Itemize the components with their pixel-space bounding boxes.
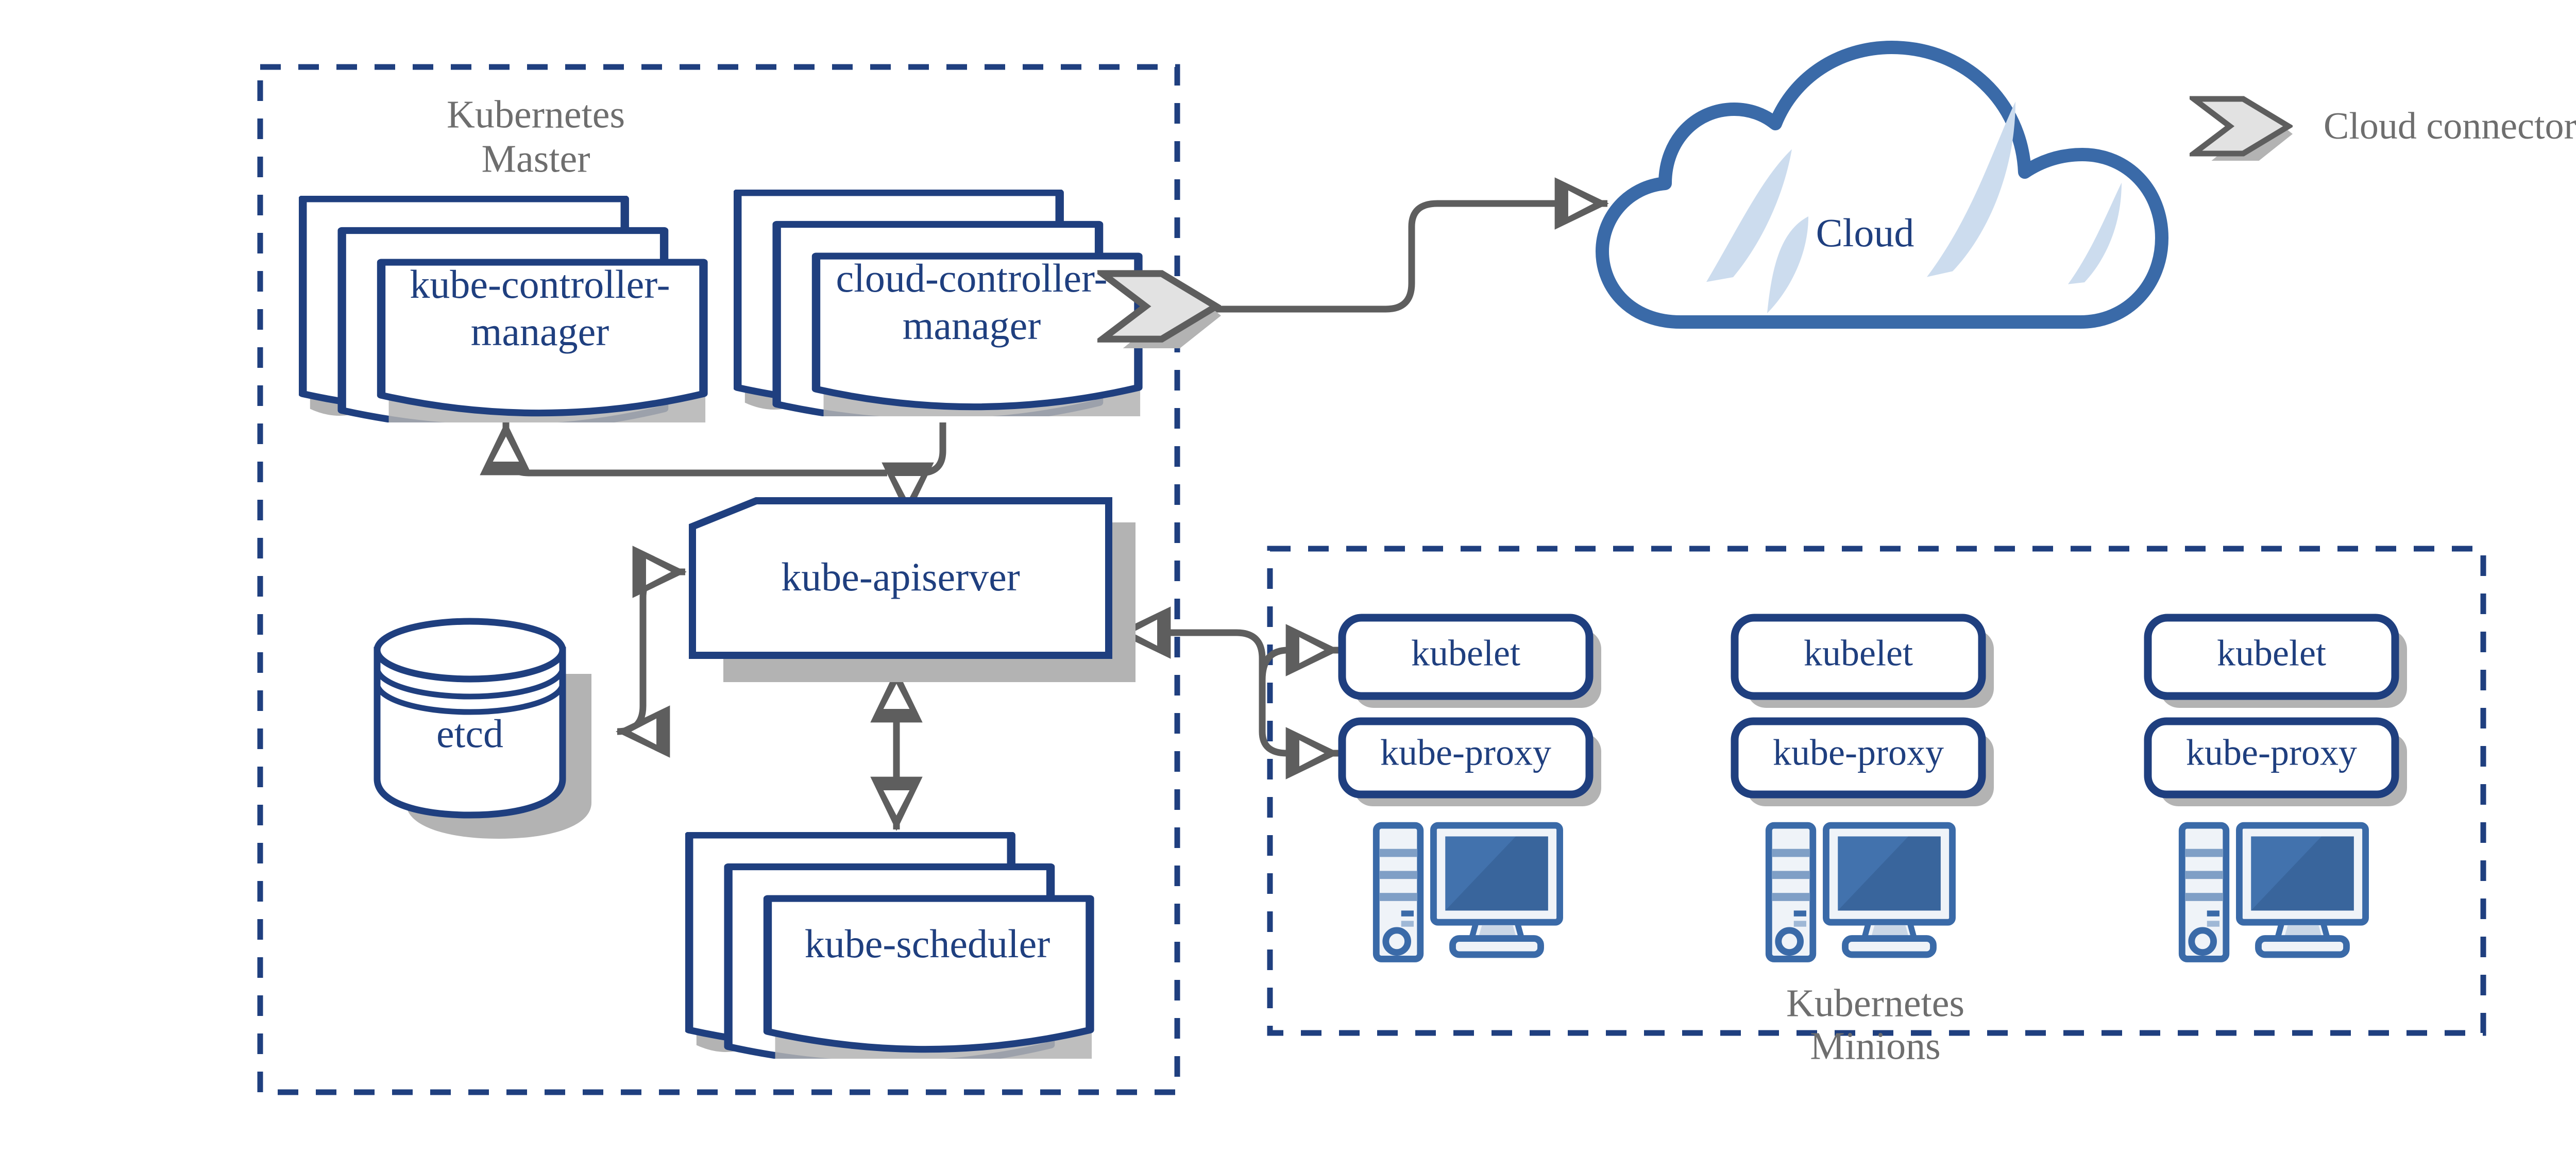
kubernetes-minions-group-box [1267,546,2486,1036]
node-kube-apiserver[interactable]: kube-apiserver [689,497,1136,682]
connector-etcd-apiserver [616,546,687,758]
cloud-highlight-4 [2068,182,2122,284]
kube-proxy-label: kube-proxy [1773,732,1944,773]
kubelet-label: kubelet [1411,633,1520,674]
etcd-label: etcd [436,711,503,756]
desktop-computer-icon [2182,825,2365,959]
minion-node-3[interactable]: kubelet kube-proxy [2144,614,2407,959]
connector-ccm-to-cloud [1180,177,1609,313]
connector-apiserver-kubeproxy [1259,624,1340,681]
connector-kcm-bus [480,421,887,477]
cloud-node[interactable]: Cloud [1596,41,2168,329]
kube-proxy-label: kube-proxy [2186,732,2357,773]
legend-cloud-connector-label: Cloud connector [2324,105,2576,147]
minions-label-line1: Kubernetes [1786,981,1964,1025]
kubelet-box[interactable] [1731,614,1986,700]
connector-ccm-bus [896,422,946,477]
kube-apiserver-label: kube-apiserver [781,554,1020,599]
minion-node-2[interactable]: kubelet kube-proxy [1731,614,1994,959]
kubernetes-master-label: Kubernetes Master [447,93,625,180]
legend: Cloud connector [2194,99,2576,162]
minion-node-1[interactable]: kubelet kube-proxy [1338,614,1601,959]
etcd-ring-1 [374,667,566,700]
cloud-highlight-2 [1706,149,1792,282]
node-kube-scheduler[interactable]: kube-scheduler [689,835,1092,1077]
kubernetes-master-group-box [257,64,1180,1095]
node-cloud-controller-manager[interactable]: cloud-controller- manager [737,193,1140,434]
apiserver-shape [689,497,1112,659]
connector-apiserver-kubelet [1116,606,1340,779]
kube-proxy-box[interactable] [1731,717,1986,799]
cloud-highlight-1 [1767,216,1808,313]
master-label-line2: Master [481,137,590,180]
desktop-computer-icon [1769,825,1952,959]
kubelet-label: kubelet [1804,633,1913,674]
desktop-computer-icon [1376,825,1560,959]
kube-proxy-box[interactable] [2144,717,2399,799]
cloud-label: Cloud [1816,210,1914,255]
kube-controller-manager-label-line2: manager [471,309,609,354]
kubelet-box[interactable] [1338,614,1594,700]
kube-proxy-box[interactable] [1338,717,1594,799]
cloud-controller-manager-label-line1: cloud-controller- [836,256,1108,300]
chevron-connector-icon [2194,99,2293,162]
minions-label-line2: Minions [1810,1024,1940,1067]
kube-proxy-label: kube-proxy [1380,732,1551,773]
node-kube-controller-manager[interactable]: kube-controller- manager [302,199,705,440]
etcd-ring-2 [374,683,566,715]
node-etcd[interactable]: etcd [374,618,591,839]
kubelet-box[interactable] [2144,614,2399,700]
connector-bus-to-apiserver [882,462,934,517]
kubelet-label: kubelet [2217,633,2326,674]
etcd-cylinder-top [374,618,566,683]
kube-controller-manager-label-line1: kube-controller- [410,262,670,307]
kubernetes-minions-label: Kubernetes Minions [1786,981,1964,1067]
cloud-highlight-3 [1927,101,2015,277]
master-label-line1: Kubernetes [447,93,625,136]
connector-lines [480,177,1609,831]
cloud-controller-manager-label-line2: manager [903,303,1041,348]
kube-scheduler-label: kube-scheduler [805,921,1050,966]
